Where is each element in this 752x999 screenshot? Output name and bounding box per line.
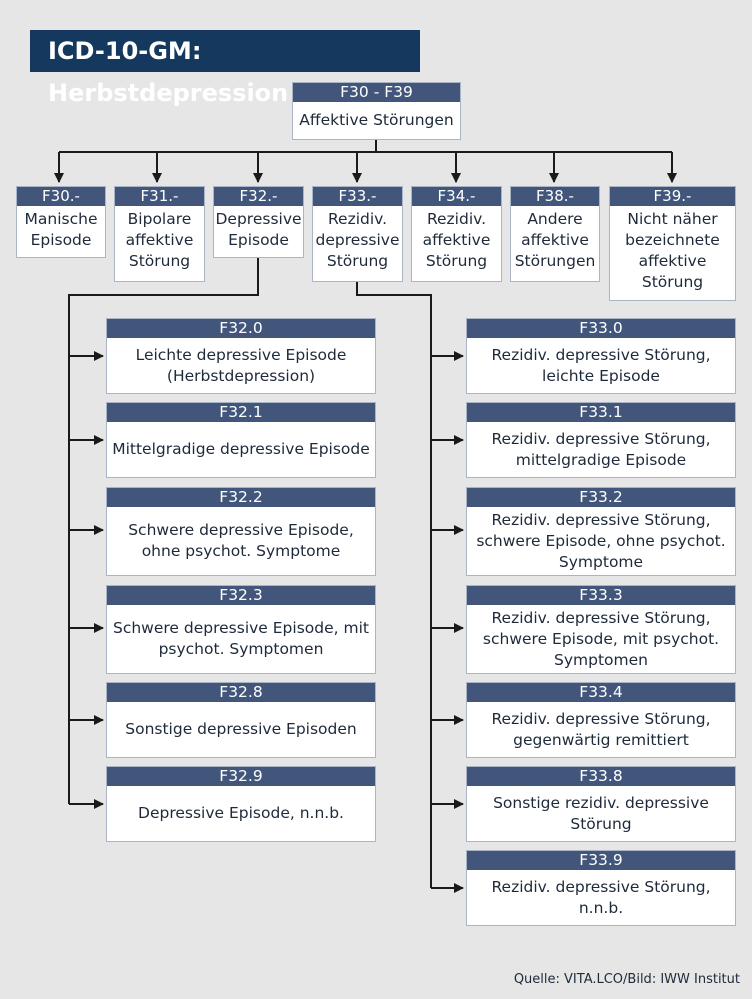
- f33-item: F33.3 Rezidiv. depressive Störung, schwe…: [466, 585, 736, 674]
- item-label: Rezidiv. depressive Störung, n.n.b.: [491, 877, 711, 917]
- category-f32: F32.- Depressive Episode: [213, 186, 304, 258]
- category-f33: F33.- Rezidiv. depressive Störung: [312, 186, 403, 282]
- category-label: Andere affektive Störungen: [514, 210, 596, 270]
- page-title: ICD-10-GM: Herbstdepression: [30, 30, 420, 107]
- item-code: F32.3: [107, 586, 375, 605]
- category-code: F33.-: [313, 187, 402, 206]
- root-node: F30 - F39 Affektive Störungen: [292, 82, 461, 140]
- item-code: F33.9: [467, 851, 735, 870]
- item-code: F33.8: [467, 767, 735, 786]
- category-label: Rezidiv. affektive Störung: [422, 210, 491, 270]
- category-label: Depressive Episode: [215, 210, 302, 249]
- item-code: F32.0: [107, 319, 375, 338]
- category-code: F39.-: [610, 187, 735, 206]
- item-label: Rezidiv. depressive Störung, leichte Epi…: [491, 345, 711, 385]
- f32-item: F32.1 Mittelgradige depressive Episode: [106, 402, 376, 478]
- item-code: F32.9: [107, 767, 375, 786]
- item-label: Sonstige depressive Episoden: [125, 720, 357, 738]
- item-label: Schwere depressive Episode, mit psychot.…: [113, 619, 369, 658]
- item-code: F32.2: [107, 488, 375, 507]
- category-code: F30.-: [17, 187, 105, 206]
- item-label: Rezidiv. depressive Störung, mittelgradi…: [491, 429, 711, 469]
- item-label: Depressive Episode, n.n.b.: [138, 804, 344, 822]
- item-label: Mittelgradige depressive Episode: [112, 440, 370, 458]
- category-f39: F39.- Nicht näher bezeichnete affektive …: [609, 186, 736, 301]
- f33-item: F33.8 Sonstige rezidiv. depressive Störu…: [466, 766, 736, 842]
- item-code: F33.1: [467, 403, 735, 422]
- category-code: F38.-: [511, 187, 599, 206]
- root-code: F30 - F39: [293, 83, 460, 102]
- item-label: Leichte depressive Episode (Herbstdepres…: [135, 345, 347, 385]
- f33-item: F33.9 Rezidiv. depressive Störung, n.n.b…: [466, 850, 736, 926]
- item-code: F32.8: [107, 683, 375, 702]
- item-code: F33.0: [467, 319, 735, 338]
- category-label: Bipolare affektive Störung: [125, 210, 194, 270]
- category-label: Nicht näher bezeichnete affektive Störun…: [625, 210, 720, 291]
- category-label: Rezidiv. depressive Störung: [315, 210, 400, 270]
- category-f34: F34.- Rezidiv. affektive Störung: [411, 186, 502, 282]
- item-code: F32.1: [107, 403, 375, 422]
- f33-item: F33.2 Rezidiv. depressive Störung, schwe…: [466, 487, 736, 576]
- f32-item: F32.0 Leichte depressive Episode (Herbst…: [106, 318, 376, 394]
- item-code: F33.4: [467, 683, 735, 702]
- category-label: Manische Episode: [24, 210, 98, 249]
- category-f30: F30.- Manische Episode: [16, 186, 106, 258]
- category-code: F31.-: [115, 187, 204, 206]
- category-code: F34.-: [412, 187, 501, 206]
- root-label: Affektive Störungen: [299, 111, 454, 129]
- category-f38: F38.- Andere affektive Störungen: [510, 186, 600, 282]
- f33-item: F33.4 Rezidiv. depressive Störung, gegen…: [466, 682, 736, 758]
- item-label: Sonstige rezidiv. depressive Störung: [493, 793, 709, 833]
- category-f31: F31.- Bipolare affektive Störung: [114, 186, 205, 282]
- item-label: Schwere depressive Episode, ohne psychot…: [128, 521, 354, 560]
- item-label: Rezidiv. depressive Störung, schwere Epi…: [482, 608, 720, 669]
- item-code: F33.2: [467, 488, 735, 507]
- category-code: F32.-: [214, 187, 303, 206]
- item-code: F33.3: [467, 586, 735, 605]
- f32-item: F32.2 Schwere depressive Episode, ohne p…: [106, 487, 376, 576]
- item-label: Rezidiv. depressive Störung, schwere Epi…: [476, 510, 726, 571]
- f32-item: F32.9 Depressive Episode, n.n.b.: [106, 766, 376, 842]
- f33-item: F33.1 Rezidiv. depressive Störung, mitte…: [466, 402, 736, 478]
- f32-item: F32.8 Sonstige depressive Episoden: [106, 682, 376, 758]
- item-label: Rezidiv. depressive Störung, gegenwärtig…: [491, 709, 711, 749]
- source-credit: Quelle: VITA.LCO/Bild: IWW Institut: [513, 972, 740, 987]
- f32-item: F32.3 Schwere depressive Episode, mit ps…: [106, 585, 376, 674]
- f33-item: F33.0 Rezidiv. depressive Störung, leich…: [466, 318, 736, 394]
